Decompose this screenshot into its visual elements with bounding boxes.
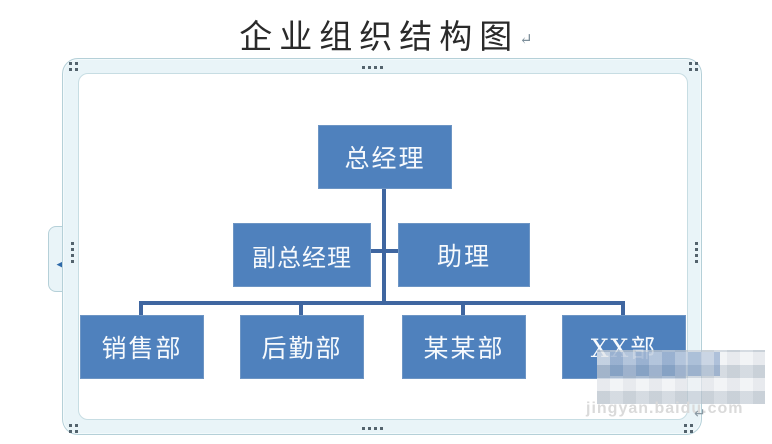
org-node-label: 某某部 (423, 334, 505, 363)
resize-handle-right-middle[interactable] (695, 242, 698, 245)
resize-handle-bottom-middle[interactable] (362, 427, 365, 430)
org-node-某某-dept[interactable]: 某某部 (402, 315, 526, 379)
connector-stub-dept-mou (461, 301, 465, 316)
connector-stub-sales (139, 301, 143, 316)
pixelated-mosaic-patch-blue (610, 352, 720, 376)
org-node-label: 助理 (436, 242, 491, 271)
collapse-arrow-icon: ◀ (56, 260, 64, 270)
resize-handle-top-right[interactable] (689, 62, 692, 65)
org-node-logistics-dept[interactable]: 后勤部 (240, 315, 364, 379)
title-text: 企业组织结构图 (239, 17, 520, 56)
org-node-label: 后勤部 (261, 334, 343, 363)
connector-assistant-crossbar (365, 249, 401, 253)
resize-handle-top-middle[interactable] (362, 66, 365, 69)
pixelated-mosaic-patch (597, 350, 765, 404)
connector-department-bus (139, 301, 625, 305)
connector-trunk-vertical (382, 187, 386, 303)
resize-handle-top-left[interactable] (69, 62, 72, 65)
paragraph-mark: ↵ (519, 29, 533, 49)
org-node-deputy-general-manager[interactable]: 副总经理 (233, 223, 371, 287)
paragraph-mark: ↵ (694, 406, 706, 422)
org-node-sales-dept[interactable]: 销售部 (80, 315, 204, 379)
watermark-text: jingyan.baidu.com (586, 400, 744, 417)
resize-handle-left-middle[interactable] (71, 242, 74, 245)
org-node-label: 副总经理 (252, 243, 352, 272)
document-title[interactable]: 企业组织结构图↵ (0, 10, 772, 58)
resize-handle-bottom-right[interactable] (684, 424, 687, 427)
org-node-label: 销售部 (101, 334, 183, 363)
org-node-assistant[interactable]: 助理 (398, 223, 530, 287)
resize-handle-bottom-left[interactable] (69, 424, 72, 427)
connector-stub-dept-xx (621, 301, 625, 316)
org-node-general-manager[interactable]: 总经理 (318, 125, 452, 189)
org-node-label: 总经理 (344, 144, 426, 173)
connector-stub-logistics (299, 301, 303, 316)
